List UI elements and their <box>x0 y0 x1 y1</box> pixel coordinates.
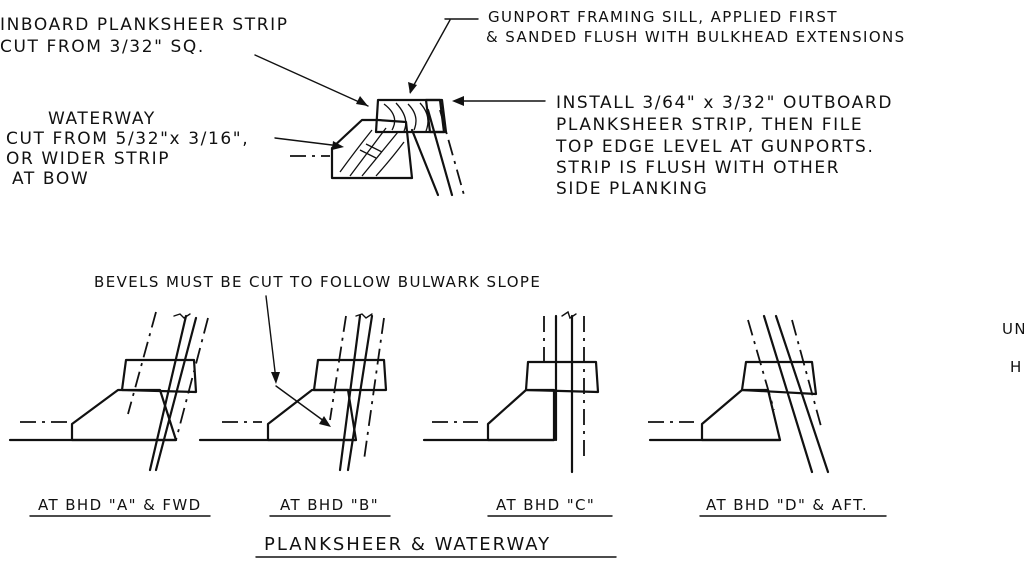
section-b-waterway <box>266 388 358 442</box>
section-d <box>648 314 830 474</box>
section-a-label: AT BHD "A" & FWD <box>38 496 202 514</box>
waterway-block <box>330 118 414 180</box>
right-edge-fragment-1: UN <box>1002 320 1024 338</box>
section-b-sill <box>312 358 388 392</box>
gunport-sill-label-2: & SANDED FLUSH WITH BULKHEAD EXTENSIONS <box>486 28 906 46</box>
outboard-instruction-4: STRIP IS FLUSH WITH OTHER <box>556 158 840 178</box>
outboard-instruction-5: SIDE PLANKING <box>556 179 708 199</box>
outboard-instruction-2: PLANKSHEER STRIP, THEN FILE <box>556 115 863 135</box>
top-leaders <box>254 18 546 150</box>
section-c-waterway <box>486 388 556 442</box>
section-a-sill <box>120 358 198 394</box>
section-a-waterway <box>70 388 178 442</box>
section-a <box>8 311 209 472</box>
outboard-instruction-1: INSTALL 3/64" x 3/32" OUTBOARD <box>556 93 893 113</box>
right-edge-fragment-2: HI <box>1010 358 1024 376</box>
inboard-planksheer-label-2: CUT FROM 3/32" SQ. <box>0 37 205 57</box>
bulwark-inner-line <box>410 128 440 197</box>
bevel-note: BEVELS MUST BE CUT TO FOLLOW BULWARK SLO… <box>94 273 541 291</box>
outboard-instruction-3: TOP EDGE LEVEL AT GUNPORTS. <box>555 137 874 157</box>
drawing-title: PLANKSHEER & WATERWAY <box>264 534 551 555</box>
section-b-label: AT BHD "B" <box>280 496 379 514</box>
section-d-sill <box>740 360 818 396</box>
section-c <box>422 310 600 474</box>
inboard-planksheer-label-1: INBOARD PLANKSHEER STRIP <box>0 15 289 35</box>
waterway-grain <box>339 127 405 177</box>
section-c-sill <box>524 360 600 394</box>
section-d-label: AT BHD "D" & AFT. <box>706 496 868 514</box>
gunport-sill-label-1: GUNPORT FRAMING SILL, APPLIED FIRST <box>488 8 838 26</box>
top-detail: INBOARD PLANKSHEER STRIP CUT FROM 3/32" … <box>0 8 906 199</box>
section-b <box>198 313 388 472</box>
waterway-label-1: WATERWAY <box>48 109 156 129</box>
waterway-label-4: AT BOW <box>12 169 89 189</box>
waterway-label-3: OR WIDER STRIP <box>6 149 170 169</box>
bulwark-outer-line <box>426 108 454 197</box>
section-c-label: AT BHD "C" <box>496 496 595 514</box>
waterway-label-2: CUT FROM 5/32"x 3/16", <box>6 129 249 149</box>
outboard-strip <box>424 98 448 134</box>
section-d-waterway <box>700 388 782 442</box>
bevel-leaders <box>265 295 331 427</box>
